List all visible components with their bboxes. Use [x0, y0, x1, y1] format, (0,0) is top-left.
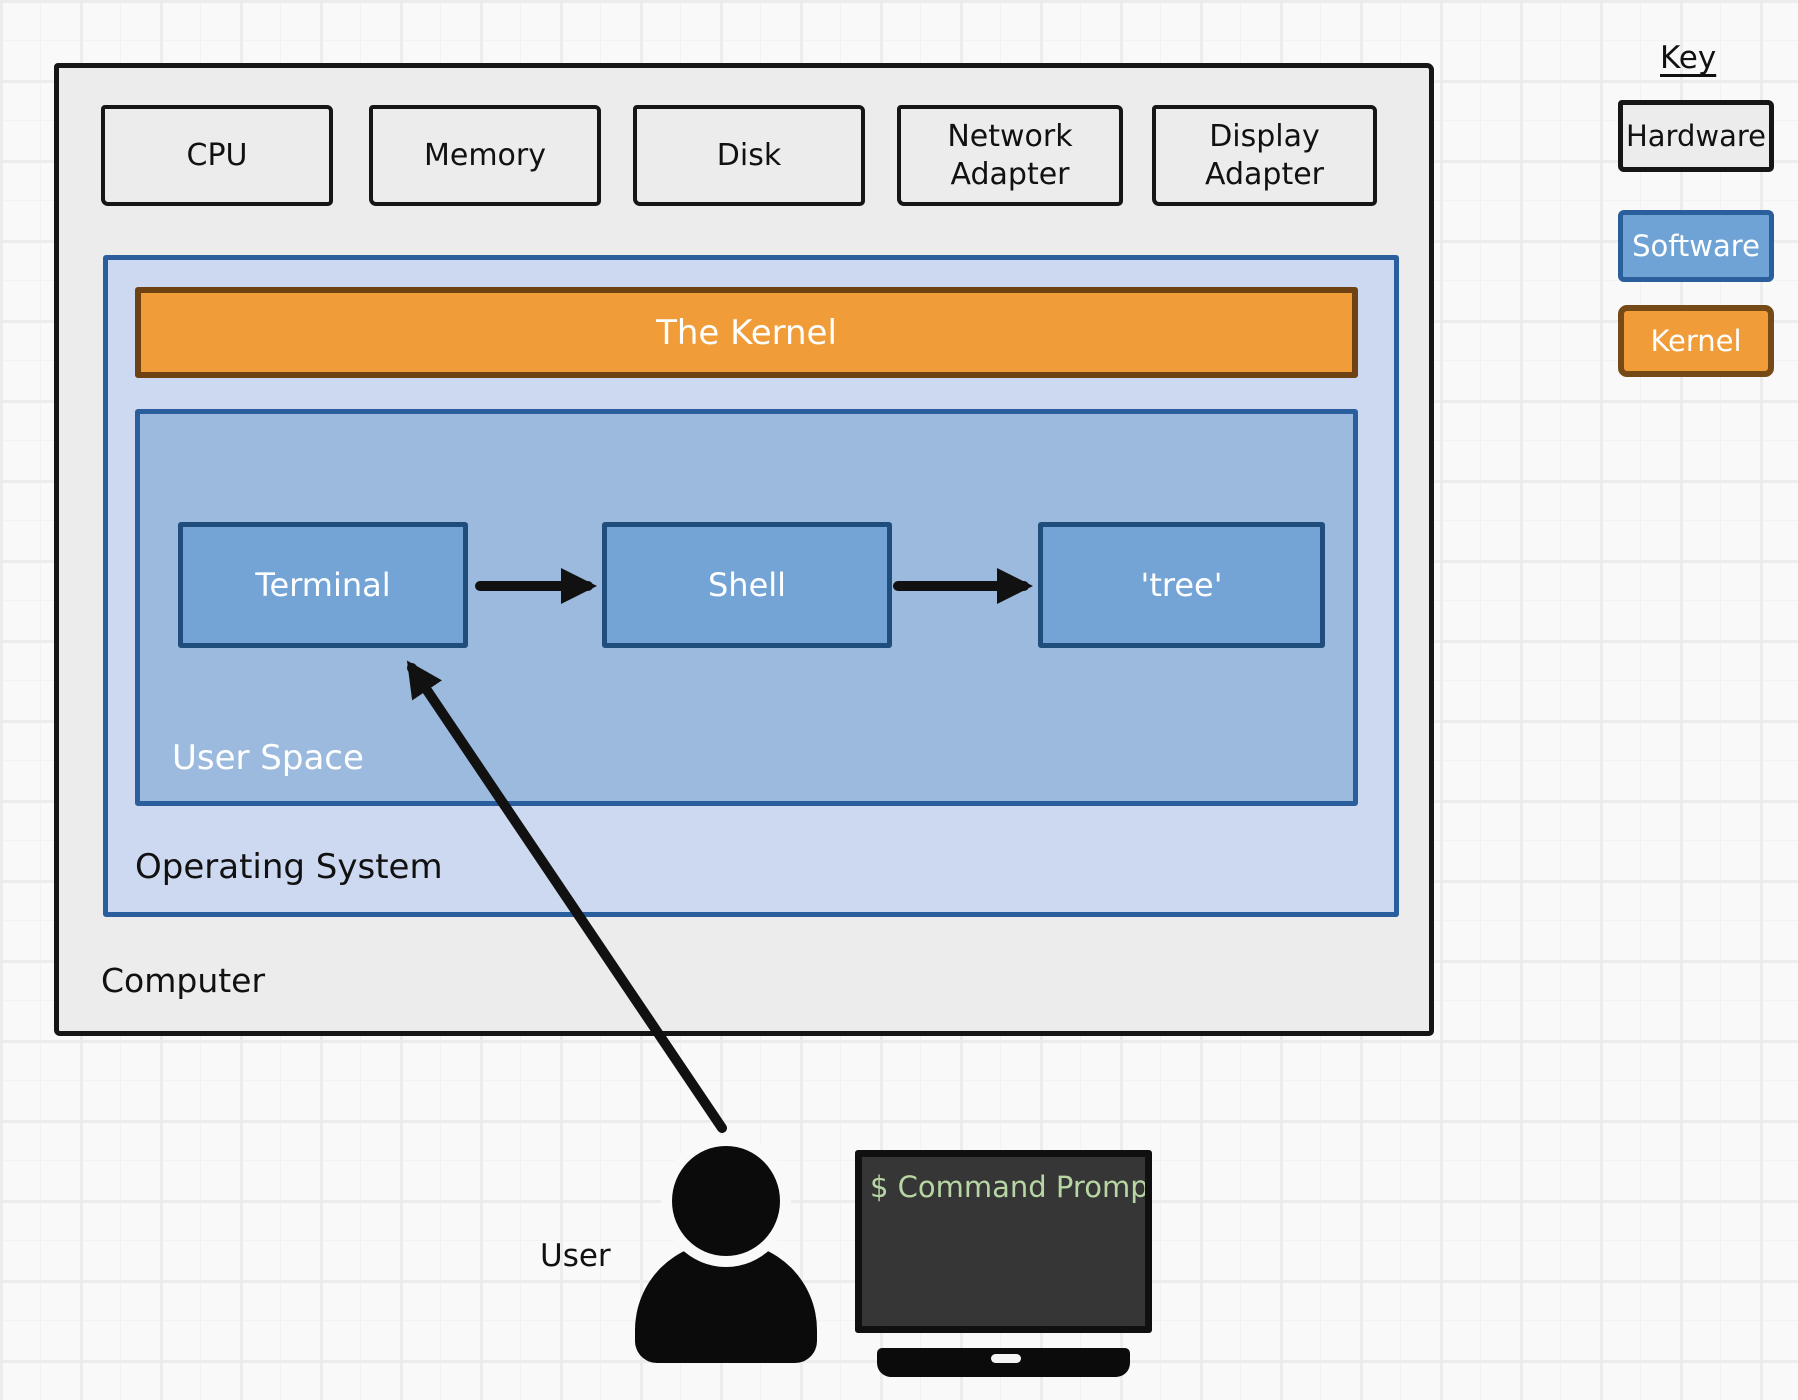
command-prompt-text: $ Command Prompt: [870, 1170, 1152, 1204]
monitor-stand-slot: [991, 1354, 1021, 1363]
kernel-bar: The Kernel: [135, 287, 1358, 378]
process-box-terminal: Terminal: [178, 522, 468, 648]
operating-system-label: Operating System: [135, 847, 443, 887]
user-person-head-icon: [672, 1146, 780, 1256]
hardware-box-label: Memory: [423, 137, 546, 173]
user-label: User: [540, 1238, 611, 1274]
hardware-box-display-adapter: Display Adapter: [1152, 105, 1377, 206]
key-title: Key: [1660, 40, 1717, 76]
user-space-label: User Space: [172, 738, 364, 778]
key-item-label: Software: [1632, 229, 1760, 263]
hardware-box-label: Network Adapter: [947, 119, 1073, 192]
key-item-label: Kernel: [1650, 324, 1742, 358]
hardware-box-label: Disk: [716, 137, 782, 173]
process-box-label: 'tree': [1140, 566, 1223, 604]
key-item-kernel: Kernel: [1618, 305, 1774, 377]
monitor-screen: $ Command Prompt: [855, 1150, 1152, 1333]
process-box-label: Terminal: [255, 566, 391, 604]
key-item-software: Software: [1618, 210, 1774, 282]
hardware-box-memory: Memory: [369, 105, 601, 206]
hardware-box-cpu: CPU: [101, 105, 333, 206]
hardware-box-label: CPU: [186, 137, 248, 173]
hardware-box-network-adapter: Network Adapter: [897, 105, 1123, 206]
key-item-hardware: Hardware: [1618, 100, 1774, 172]
process-box-label: Shell: [707, 566, 787, 604]
computer-label: Computer: [101, 961, 266, 1000]
kernel-bar-label: The Kernel: [656, 312, 837, 353]
user-person-icon: [635, 1242, 817, 1363]
process-box-tree: 'tree': [1038, 522, 1325, 648]
key-item-label: Hardware: [1625, 119, 1766, 153]
hardware-box-label: Display Adapter: [1204, 119, 1325, 192]
hardware-box-disk: Disk: [633, 105, 865, 206]
process-box-shell: Shell: [602, 522, 892, 648]
